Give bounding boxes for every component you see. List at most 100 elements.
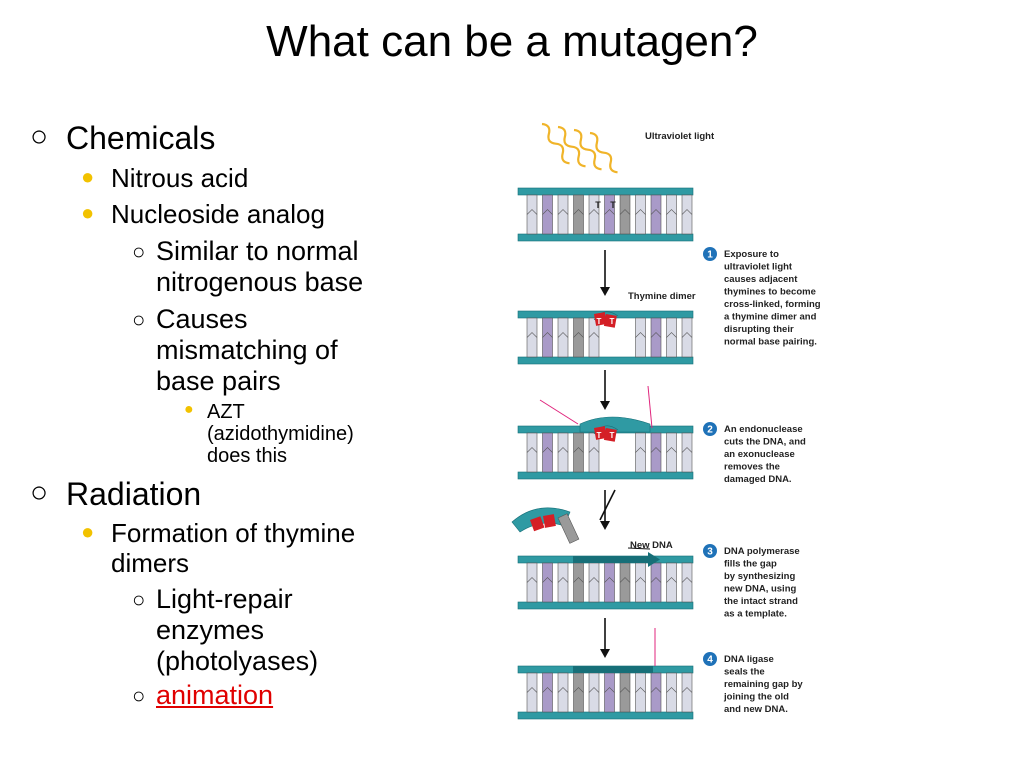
base-pair-joint — [542, 332, 553, 338]
base-pair-joint — [681, 577, 693, 583]
uv-wave — [573, 128, 602, 171]
base-pair-joint — [542, 577, 553, 583]
thymine-letter: T — [597, 431, 602, 440]
base-pair — [666, 672, 677, 713]
bullet-text: does this — [207, 445, 288, 467]
dna-bottom-strand — [517, 233, 694, 242]
bullet-light-repair: ○ Light-repair enzymes (photolyases) — [132, 584, 318, 677]
bullet-azt: ● AZT (azidothymidine) does this — [184, 401, 354, 467]
step-3-text-line: by synthesizing — [724, 571, 795, 582]
thymine-letter: T — [610, 200, 616, 210]
base-pair — [604, 672, 615, 713]
step-3-text-line: DNA polymerase — [724, 546, 800, 557]
base-pair — [681, 194, 693, 235]
base-pair — [635, 672, 646, 713]
step-2-text-line: An endonuclease — [724, 424, 803, 435]
base-pair-joint — [573, 687, 584, 693]
bullet-text: Nitrous acid — [111, 163, 249, 193]
hollow-bullet-icon: ○ — [30, 120, 49, 153]
dot-bullet-icon: ● — [184, 401, 194, 418]
bullet-text: Similar to normal — [156, 236, 359, 266]
base-pair-joint — [635, 332, 646, 338]
base-pair-joint — [526, 687, 538, 693]
uv-wave — [589, 131, 618, 174]
hollow-bullet-icon: ○ — [30, 476, 49, 509]
base-pair — [557, 194, 569, 235]
base-pair — [650, 562, 662, 603]
base-pair — [619, 672, 631, 713]
bullet-text: nitrogenous base — [156, 267, 364, 297]
base-pair-joint — [650, 209, 662, 215]
bullet-mismatching: ○ Causes mismatching of base pairs — [132, 304, 338, 397]
step-4-text-line: and new DNA. — [724, 704, 788, 715]
step-4-text-line: DNA ligase — [724, 654, 774, 665]
step-arrow-head — [600, 401, 610, 410]
base-pair-joint — [666, 577, 677, 583]
bullet-text: Causes — [156, 304, 248, 334]
base-pair-joint — [573, 209, 584, 215]
base-pair-joint — [573, 577, 584, 583]
base-pair-joint — [557, 209, 569, 215]
hollow-bullet-icon: ○ — [132, 307, 146, 332]
endonuclease-cut-arrow — [539, 399, 579, 425]
base-pair — [666, 432, 677, 473]
base-pair — [526, 672, 538, 713]
base-pair-joint — [635, 209, 646, 215]
base-pair — [557, 317, 569, 358]
step-4-number: 4 — [707, 655, 713, 666]
base-pair — [666, 194, 677, 235]
step-4-text-line: remaining gap by — [724, 679, 803, 690]
animation-link[interactable]: animation — [156, 680, 274, 710]
uv-wave — [541, 122, 570, 165]
bullet-text: dimers — [111, 548, 190, 578]
base-pair-joint — [588, 577, 600, 583]
step-3-text-line: new DNA, using — [724, 584, 797, 595]
bullet-text: Radiation — [66, 476, 202, 512]
bullet-nucleoside-analog: ● Nucleoside analog — [81, 199, 325, 229]
base-pair — [619, 562, 631, 603]
endonuclease-cut-arrow — [647, 385, 653, 429]
dna-bottom-strand — [517, 601, 694, 610]
base-pair-joint — [573, 447, 584, 453]
dna-bottom-strand — [517, 356, 694, 365]
base-pair-joint — [604, 577, 615, 583]
step-arrow — [599, 489, 616, 521]
base-pair-joint — [619, 209, 631, 215]
base-pair — [542, 672, 553, 713]
base-pair-joint — [573, 332, 584, 338]
base-pair-joint — [557, 447, 569, 453]
base-pair-joint — [542, 447, 553, 453]
base-pair-joint — [681, 332, 693, 338]
uv-light-label: Ultraviolet light — [645, 131, 715, 142]
step-3-badge — [703, 544, 717, 558]
base-pair-joint — [526, 209, 538, 215]
base-pair — [650, 672, 662, 713]
bullet-animation[interactable]: ○ animation — [132, 680, 274, 711]
step-2-badge — [703, 422, 717, 436]
thymine-letter: T — [610, 317, 615, 326]
base-pair — [526, 194, 538, 235]
base-pair — [588, 672, 600, 713]
base-pair-joint — [650, 687, 662, 693]
base-pair — [681, 562, 693, 603]
base-pair — [635, 562, 646, 603]
step-arrow-head — [600, 649, 610, 658]
dot-bullet-icon: ● — [81, 200, 95, 225]
hollow-bullet-icon: ○ — [132, 683, 146, 708]
base-pair — [666, 317, 677, 358]
bullet-text: Nucleoside analog — [111, 199, 325, 229]
base-pair — [557, 432, 569, 473]
thymine-dimer-base — [594, 312, 607, 326]
base-pair — [635, 432, 646, 473]
base-pair-joint — [557, 577, 569, 583]
dna-bottom-strand — [517, 471, 694, 480]
bullet-text: Chemicals — [66, 120, 216, 156]
step-2-text-line: an exonuclease — [724, 449, 795, 460]
thymine-dimer-label: Thymine dimer — [628, 291, 696, 302]
base-pair-joint — [681, 687, 693, 693]
excised-base — [557, 513, 580, 544]
step-1-text-line: ultraviolet light — [724, 262, 793, 273]
dna-top-strand — [517, 187, 694, 196]
base-pair-joint — [650, 332, 662, 338]
thymine-dimer-base — [594, 426, 607, 440]
